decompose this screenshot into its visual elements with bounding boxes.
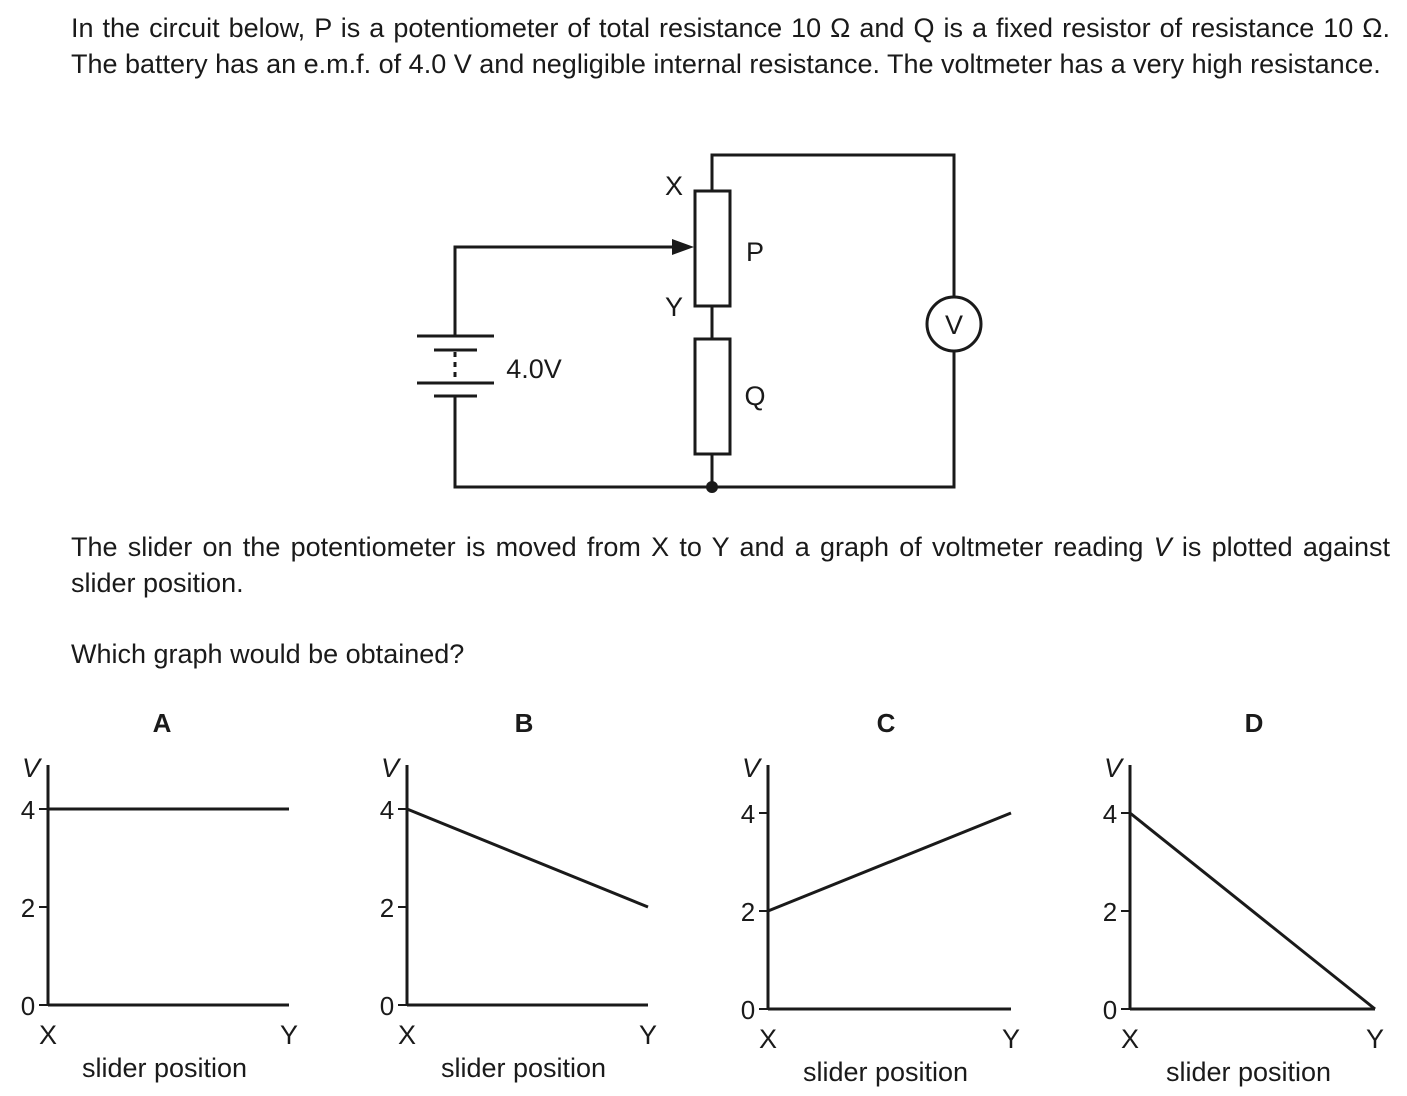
slider-text-post: is plotted against slider position. <box>71 532 1390 598</box>
label-q: Q <box>744 381 765 411</box>
slider-text-pre: The slider on the potentiometer is moved… <box>71 532 1154 562</box>
wire-top <box>710 153 956 298</box>
emf-label: 4.0V <box>506 354 562 384</box>
slider-arrowhead <box>672 239 694 255</box>
label-p: P <box>746 237 764 267</box>
resistor-q <box>693 337 732 456</box>
label-x: X <box>665 171 683 201</box>
slider-description: The slider on the potentiometer is moved… <box>71 529 1390 601</box>
wire-right <box>453 350 956 489</box>
slider-variable: V <box>1153 532 1172 562</box>
label-y: Y <box>665 292 683 322</box>
question-prompt: Which graph would be obtained? <box>71 639 465 669</box>
wire-slider <box>453 245 678 336</box>
question-intro: In the circuit below, P is a potentiomet… <box>71 13 1390 79</box>
potentiometer-p <box>693 189 732 308</box>
voltmeter <box>925 295 983 353</box>
voltmeter-label: V <box>945 310 963 340</box>
junction-dot <box>706 481 718 493</box>
